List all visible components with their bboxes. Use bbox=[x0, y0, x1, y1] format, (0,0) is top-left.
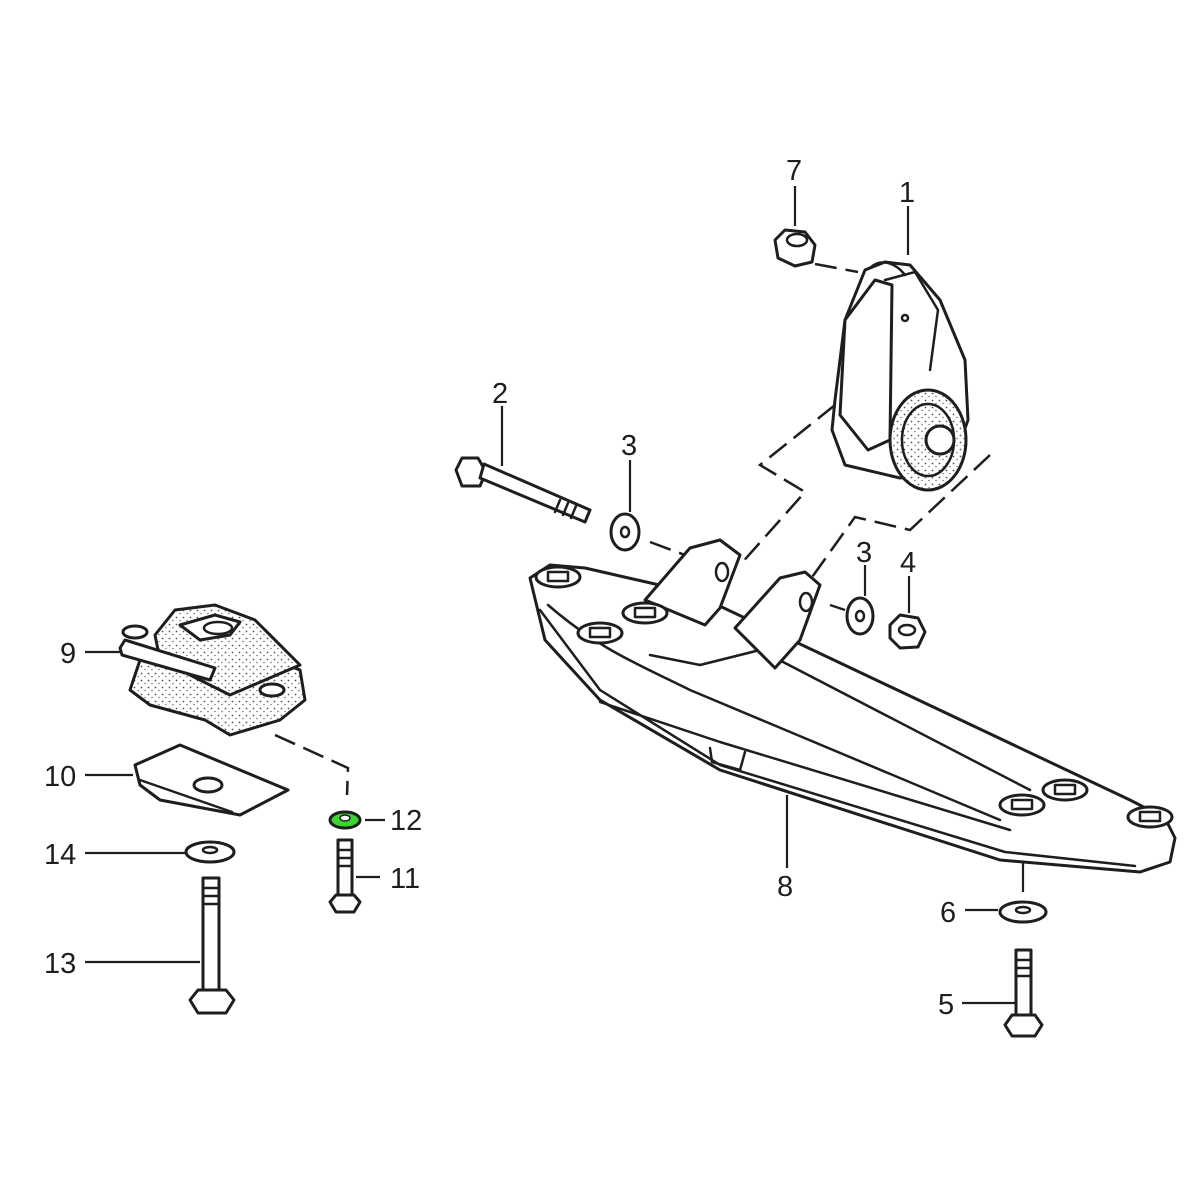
assembly-line bbox=[274, 733, 350, 796]
nut-part-4[interactable] bbox=[888, 613, 927, 650]
label-12: 12 bbox=[390, 805, 422, 837]
nut-part-7[interactable] bbox=[773, 228, 817, 268]
part-labels: 1 2 3 3 4 5 6 7 8 9 10 11 12 13 14 bbox=[44, 155, 956, 1021]
crossmember-part[interactable] bbox=[528, 538, 1177, 874]
label-6: 6 bbox=[940, 897, 956, 929]
label-11: 11 bbox=[390, 863, 420, 895]
bolt-part-5[interactable] bbox=[1003, 948, 1044, 1038]
label-8: 8 bbox=[777, 871, 793, 903]
leader-lines bbox=[85, 186, 1025, 1005]
assembly-line bbox=[808, 454, 991, 581]
washer-part-3b[interactable] bbox=[845, 596, 875, 636]
label-9: 9 bbox=[60, 638, 76, 670]
assembly-line bbox=[649, 540, 686, 557]
washer-part-14[interactable] bbox=[184, 840, 236, 864]
label-1: 1 bbox=[899, 177, 915, 209]
short-bolt-part-11[interactable] bbox=[328, 838, 362, 914]
long-bolt-part-13[interactable] bbox=[188, 876, 236, 1015]
engine-mount-part[interactable] bbox=[830, 260, 970, 492]
label-3b: 3 bbox=[856, 537, 872, 569]
assembly-line bbox=[814, 262, 859, 274]
label-5: 5 bbox=[938, 989, 954, 1021]
assembly-line bbox=[739, 404, 836, 566]
label-3a: 3 bbox=[621, 430, 637, 462]
assembly-line bbox=[829, 603, 846, 612]
label-14: 14 bbox=[44, 839, 76, 871]
label-4: 4 bbox=[900, 547, 916, 579]
bracket-plate-part[interactable] bbox=[133, 743, 290, 817]
transmission-mount-part[interactable] bbox=[118, 603, 307, 737]
long-bolt-part[interactable] bbox=[454, 456, 592, 524]
label-2: 2 bbox=[492, 378, 508, 410]
label-7: 7 bbox=[786, 155, 802, 187]
label-13: 13 bbox=[44, 948, 76, 980]
washer-part-12[interactable] bbox=[328, 810, 362, 830]
washer-part-3a[interactable] bbox=[609, 512, 641, 552]
washer-part-6[interactable] bbox=[998, 900, 1048, 924]
label-10: 10 bbox=[44, 761, 76, 793]
